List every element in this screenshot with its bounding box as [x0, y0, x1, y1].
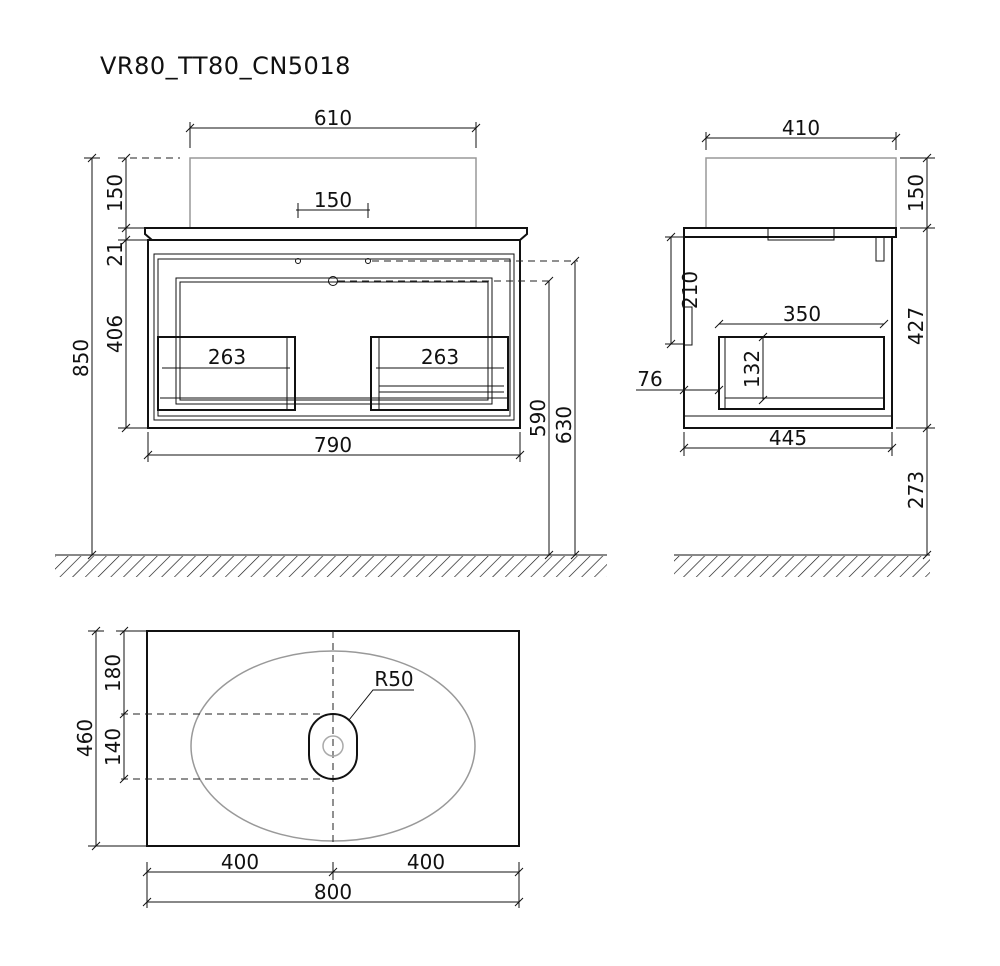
dim-tick: [922, 550, 932, 560]
dim-countertop: 21: [103, 241, 127, 266]
dim-side-floor-gap: 273: [904, 471, 928, 509]
dim-side-cabinet-height: 427: [904, 307, 928, 345]
dim-tick: [514, 897, 524, 907]
dim-tick: [143, 450, 153, 460]
dim-tick: [471, 123, 481, 133]
dim-tick: [758, 395, 768, 405]
dim-tick: [119, 626, 129, 636]
dim-tick: [679, 385, 689, 395]
dim-plan-radius: R50: [374, 667, 413, 691]
dim-tick: [570, 256, 580, 266]
dim-tick: [121, 223, 131, 233]
dim-tick: [121, 235, 131, 245]
dim-plan-total-width: 800: [314, 880, 352, 904]
dim-tick: [887, 443, 897, 453]
front-cabinet: [147, 239, 521, 429]
plan-drain-hole: [322, 735, 344, 757]
dim-tick: [679, 443, 689, 453]
dim-tick: [544, 276, 554, 286]
dim-top-height: 630: [552, 406, 576, 444]
dim-tick: [514, 867, 524, 877]
plan-view: R50 180 140 460 400 400 800: [73, 626, 524, 908]
dim-tick: [570, 550, 580, 560]
dim-basin-height: 150: [103, 174, 127, 212]
dim-side-basin-depth: 410: [782, 116, 820, 140]
side-countertop: [683, 227, 897, 238]
dim-cabinet-width: 790: [314, 433, 352, 457]
side-basin: [705, 157, 897, 229]
dim-side-inner-depth: 350: [783, 302, 821, 326]
dim-tick: [758, 332, 768, 342]
side-drawer-front: [718, 336, 726, 410]
side-floor-hatch: [674, 556, 930, 577]
dim-side-basin-height: 150: [904, 174, 928, 212]
dim-side-offset: 76: [637, 367, 662, 391]
dim-tick: [185, 123, 195, 133]
side-cabinet: [683, 236, 893, 429]
dim-drawer-right: 263: [421, 345, 459, 369]
dim-tick: [922, 223, 932, 233]
dim-tick: [142, 867, 152, 877]
drawing-title: VR80_TT80_CN5018: [100, 52, 351, 80]
dim-plan-half-right: 400: [407, 850, 445, 874]
side-basin-base: [767, 227, 835, 241]
front-drawer-left-handle: [286, 336, 296, 411]
dim-tick: [121, 423, 131, 433]
dim-plan-half-left: 400: [221, 850, 259, 874]
front-floor-hatch: [55, 556, 607, 577]
dim-tick: [666, 232, 676, 242]
plan-drain-slot: [308, 713, 358, 780]
front-view: 610 150 150 21 406 850 263 263: [55, 106, 607, 577]
dim-tick: [666, 339, 676, 349]
dim-plan-total-depth: 460: [73, 719, 97, 757]
dim-tick: [879, 319, 889, 329]
front-panel-inner: [175, 277, 493, 405]
dim-tick: [119, 709, 129, 719]
dim-side-drawer-height: 132: [740, 350, 764, 388]
dim-tick: [714, 385, 724, 395]
front-panel-outer: [153, 253, 515, 421]
front-tap-hole-right: [365, 258, 371, 264]
dim-side-cabinet-depth: 445: [769, 426, 807, 450]
dim-tick: [142, 897, 152, 907]
dim-tick: [891, 133, 901, 143]
dim-tick: [91, 626, 101, 636]
front-drawer-right-handle: [370, 336, 380, 411]
dim-tick: [119, 774, 129, 784]
dim-tick: [515, 450, 525, 460]
dim-plan-slot: 140: [101, 728, 125, 766]
dim-cabinet-height: 406: [103, 315, 127, 353]
dim-drawer-left: 263: [208, 345, 246, 369]
dim-tap-spacing: 150: [314, 188, 352, 212]
dim-tick: [121, 153, 131, 163]
side-back-rail: [875, 236, 885, 262]
dim-tick: [87, 550, 97, 560]
dim-basin-width: 610: [314, 106, 352, 130]
dim-drain-height: 590: [526, 399, 550, 437]
dim-plan-front-depth: 180: [101, 654, 125, 692]
dim-tick: [91, 841, 101, 851]
side-handle: [683, 306, 693, 346]
front-drain-hole: [328, 276, 338, 286]
front-countertop: [144, 227, 528, 241]
dim-tick: [544, 550, 554, 560]
side-view: 410 150 427 273 210 350 132 76: [636, 116, 935, 577]
dim-tick: [922, 153, 932, 163]
dim-tick: [701, 133, 711, 143]
dim-tick: [328, 867, 338, 877]
front-tap-hole-left: [295, 258, 301, 264]
front-panel-inner2: [179, 281, 489, 401]
dim-tick: [87, 153, 97, 163]
dim-total-height: 850: [69, 339, 93, 377]
plan-radius-leader: [348, 689, 414, 721]
dim-tick: [922, 423, 932, 433]
dim-side-upper-height: 210: [678, 271, 702, 309]
dim-tick: [714, 319, 724, 329]
